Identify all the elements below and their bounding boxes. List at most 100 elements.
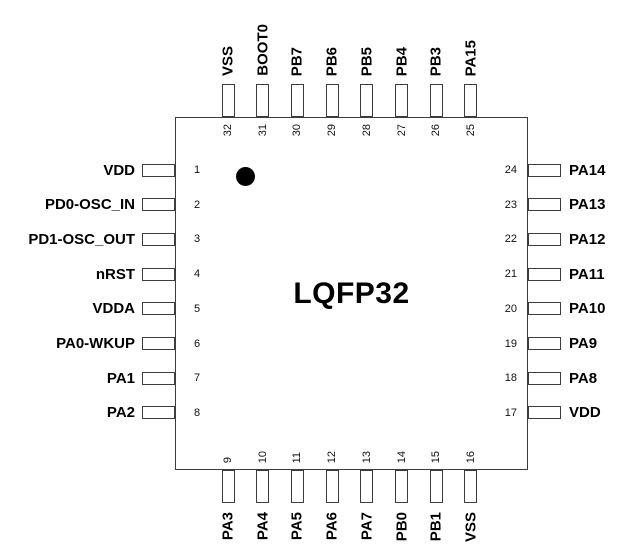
pin-stub [528, 406, 561, 420]
pin-stub [528, 267, 561, 281]
pin-26: PB3 26 [427, 0, 445, 160]
pin-7: PA1 7 [0, 369, 214, 387]
pin-27: PB4 27 [393, 0, 410, 160]
pin-stub [360, 470, 374, 503]
pin-label: PD1-OSC_OUT [28, 230, 135, 248]
pin-stub [142, 337, 175, 350]
pin-stub [221, 84, 235, 117]
pin-number: 29 [326, 124, 339, 137]
pin-label: VSS [462, 512, 480, 543]
chip-body: LQFP32 [175, 117, 528, 470]
pin-stub [325, 470, 339, 503]
pin-number: 10 [256, 450, 269, 463]
pin-number: 25 [464, 124, 477, 137]
pin-number: 1 [194, 164, 201, 176]
pin-number: 23 [504, 198, 517, 211]
pin-stub [360, 84, 374, 117]
pin-stub [142, 302, 175, 316]
pin-label: PA6 [323, 512, 341, 541]
pin-number: 16 [464, 450, 477, 463]
pin-5: VDDA 5 [0, 300, 214, 318]
pin-stub [221, 470, 235, 503]
pin-label: PA11 [569, 265, 605, 283]
pin-30: PB7 30 [289, 0, 306, 160]
pin-label: PA8 [569, 369, 598, 387]
pin-number: 9 [222, 456, 234, 463]
pin-21: 21 PA11 [489, 265, 635, 283]
pin-13: 13 PA7 [358, 431, 376, 552]
pin-number: 11 [291, 451, 304, 463]
pin-label: PB6 [323, 46, 341, 76]
pin-number: 13 [360, 450, 373, 463]
pin-label: PA2 [106, 404, 135, 422]
pin-11: 11 PA5 [288, 431, 306, 552]
pin-label: PA1 [106, 369, 135, 387]
pin-stub [142, 163, 175, 177]
pin-number: 17 [504, 406, 517, 419]
pin-label: PB0 [393, 512, 410, 542]
pin-stub [325, 84, 339, 117]
pin-stub [142, 198, 175, 212]
pin-stub [395, 84, 408, 117]
pin-stub [142, 267, 175, 281]
pin-number: 8 [194, 406, 201, 419]
pin-2: PD0-OSC_IN 2 [0, 196, 214, 213]
package-label: LQFP32 [293, 276, 410, 310]
pin-28: PB5 28 [358, 0, 375, 160]
pin-number: 5 [194, 302, 201, 315]
pin-20: 20 PA10 [489, 300, 635, 318]
pin-label: VDD [103, 161, 135, 179]
pin-number: 4 [194, 268, 201, 281]
pin-number: 30 [291, 124, 304, 137]
pin-label: VDDA [92, 300, 135, 318]
pin-number: 15 [430, 450, 443, 463]
pin-16: 16 VSS [462, 431, 480, 552]
pin-number: 7 [194, 372, 201, 385]
pin-stub [429, 84, 443, 117]
pin-stub [142, 232, 175, 246]
pin-stub [142, 406, 175, 420]
pin-stub [464, 84, 478, 117]
pin-stub [528, 163, 561, 177]
pin-label: nRST [95, 265, 135, 283]
pin-19: 19 PA9 [489, 335, 635, 352]
pin-stub [528, 198, 561, 212]
pin-number: 31 [256, 124, 269, 137]
pin-label: PA3 [219, 512, 237, 541]
pin-8: PA2 8 [0, 404, 214, 422]
pin-stub [528, 302, 561, 316]
pin-label: PA7 [358, 512, 376, 541]
pin-label: PA5 [288, 512, 306, 541]
pin-label: PA13 [569, 196, 606, 214]
pin-23: 23 PA13 [489, 196, 635, 214]
pin-12: 12 PA6 [323, 431, 341, 552]
pin-18: 18 PA8 [489, 369, 635, 387]
pin-number: 32 [222, 124, 234, 137]
pin-1: VDD 1 [0, 161, 214, 179]
pin-label: PA0-WKUP [56, 335, 135, 352]
pin-label: PA10 [569, 300, 606, 318]
pin-number: 14 [395, 450, 408, 463]
pin-6: PA0-WKUP 6 [0, 335, 214, 352]
pin-25: PA15 25 [462, 0, 480, 160]
pin-15: 15 PB1 [428, 431, 445, 552]
pin-stub [256, 470, 270, 503]
pin-17: 17 VDD [489, 404, 635, 421]
pin-label: PA15 [462, 39, 480, 76]
pin-stub [395, 470, 408, 503]
pin-3: PD1-OSC_OUT 3 [0, 230, 214, 248]
pin-stub [290, 84, 304, 117]
pin-14: 14 PB0 [393, 431, 410, 552]
pin1-indicator-dot [236, 167, 255, 186]
pin-stub [528, 371, 561, 385]
pin-number: 3 [194, 233, 201, 246]
pin-stub [290, 470, 304, 503]
pin-stub [528, 337, 561, 350]
pin-label: PB3 [427, 46, 445, 76]
pin-number: 28 [360, 124, 373, 137]
pin-number: 2 [194, 198, 201, 211]
pin-32: VSS 32 [220, 0, 237, 160]
pin-number: 24 [504, 164, 517, 176]
pin-4: nRST 4 [0, 265, 214, 283]
pin-stub [429, 470, 443, 503]
